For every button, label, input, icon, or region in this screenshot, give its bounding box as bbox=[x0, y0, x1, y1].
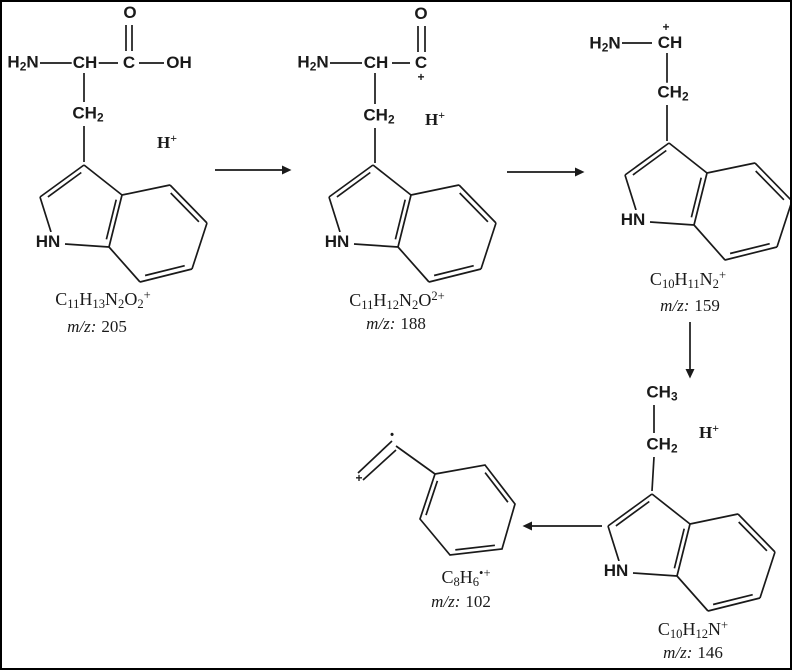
indole-ring bbox=[328, 164, 497, 283]
structure-5-bonds bbox=[357, 440, 516, 556]
mz-label: m/z:188 bbox=[365, 314, 427, 334]
alpha-carbon-label: CH bbox=[656, 33, 684, 53]
indole-ring bbox=[624, 142, 790, 261]
proton-label: H+ bbox=[424, 108, 446, 129]
mz-label: m/z:159 bbox=[659, 296, 721, 316]
radical-dot-symbol: • bbox=[390, 429, 394, 441]
benzene-ring bbox=[419, 464, 516, 556]
methylene-label: CH2 bbox=[656, 82, 690, 104]
charge-plus-symbol: + bbox=[417, 70, 425, 84]
indole-ring bbox=[607, 493, 776, 612]
structure-4-bonds bbox=[607, 405, 776, 612]
formula-label: C8H6•+ bbox=[440, 566, 492, 590]
ring-nh-label: HN bbox=[34, 232, 62, 252]
formula-label: C11H12N2O2+ bbox=[348, 289, 446, 313]
ring-nh-label: HN bbox=[619, 210, 647, 230]
amine-label: H2N bbox=[588, 33, 622, 55]
charge-plus-symbol: + bbox=[662, 20, 670, 34]
vinyl-group-bonds bbox=[357, 440, 436, 481]
charge-plus-symbol: + bbox=[355, 471, 363, 485]
mz-value: 102 bbox=[465, 592, 491, 611]
ring-nh-label: HN bbox=[602, 561, 630, 581]
mz-value: 146 bbox=[697, 643, 723, 662]
structure-2-bonds bbox=[328, 26, 497, 283]
mz-prefix: m/z: bbox=[67, 317, 97, 336]
mz-prefix: m/z: bbox=[431, 592, 461, 611]
methylene-label: CH2 bbox=[71, 103, 105, 125]
mz-prefix: m/z: bbox=[663, 643, 693, 662]
carbonyl-oxygen-label: O bbox=[122, 3, 138, 23]
alpha-carbon-label: CH bbox=[71, 53, 99, 73]
amine-label: H2N bbox=[296, 52, 330, 74]
mz-value: 205 bbox=[101, 317, 127, 336]
mz-prefix: m/z: bbox=[660, 296, 690, 315]
mz-prefix: m/z: bbox=[366, 314, 396, 333]
ring-nh-label: HN bbox=[323, 232, 351, 252]
amine-label: H2N bbox=[6, 52, 40, 74]
methylene-label: CH2 bbox=[645, 434, 679, 456]
carbonyl-carbon-label: C bbox=[121, 53, 137, 73]
structure-3-bonds bbox=[622, 42, 790, 261]
mz-label: m/z:102 bbox=[430, 592, 492, 612]
mz-label: m/z:205 bbox=[66, 317, 128, 337]
indole-ring bbox=[39, 164, 208, 283]
formula-label: C10H12N+ bbox=[656, 618, 730, 642]
carbonyl-carbon-label: C bbox=[413, 53, 429, 73]
hydroxyl-label: OH bbox=[165, 53, 193, 73]
mz-value: 159 bbox=[694, 296, 720, 315]
alpha-carbon-label: CH bbox=[362, 53, 390, 73]
structure-1-bonds bbox=[39, 25, 208, 283]
formula-label: C10H11N2+ bbox=[648, 268, 728, 292]
proton-label: H+ bbox=[156, 131, 178, 152]
mz-value: 188 bbox=[400, 314, 426, 333]
formula-label: C11H13N2O2+ bbox=[54, 288, 152, 312]
mz-label: m/z:146 bbox=[662, 643, 724, 663]
proton-label: H+ bbox=[698, 421, 720, 442]
carbonyl-oxygen-label: O bbox=[413, 4, 429, 24]
methyl-label: CH3 bbox=[645, 382, 679, 404]
methylene-label: CH2 bbox=[362, 105, 396, 127]
